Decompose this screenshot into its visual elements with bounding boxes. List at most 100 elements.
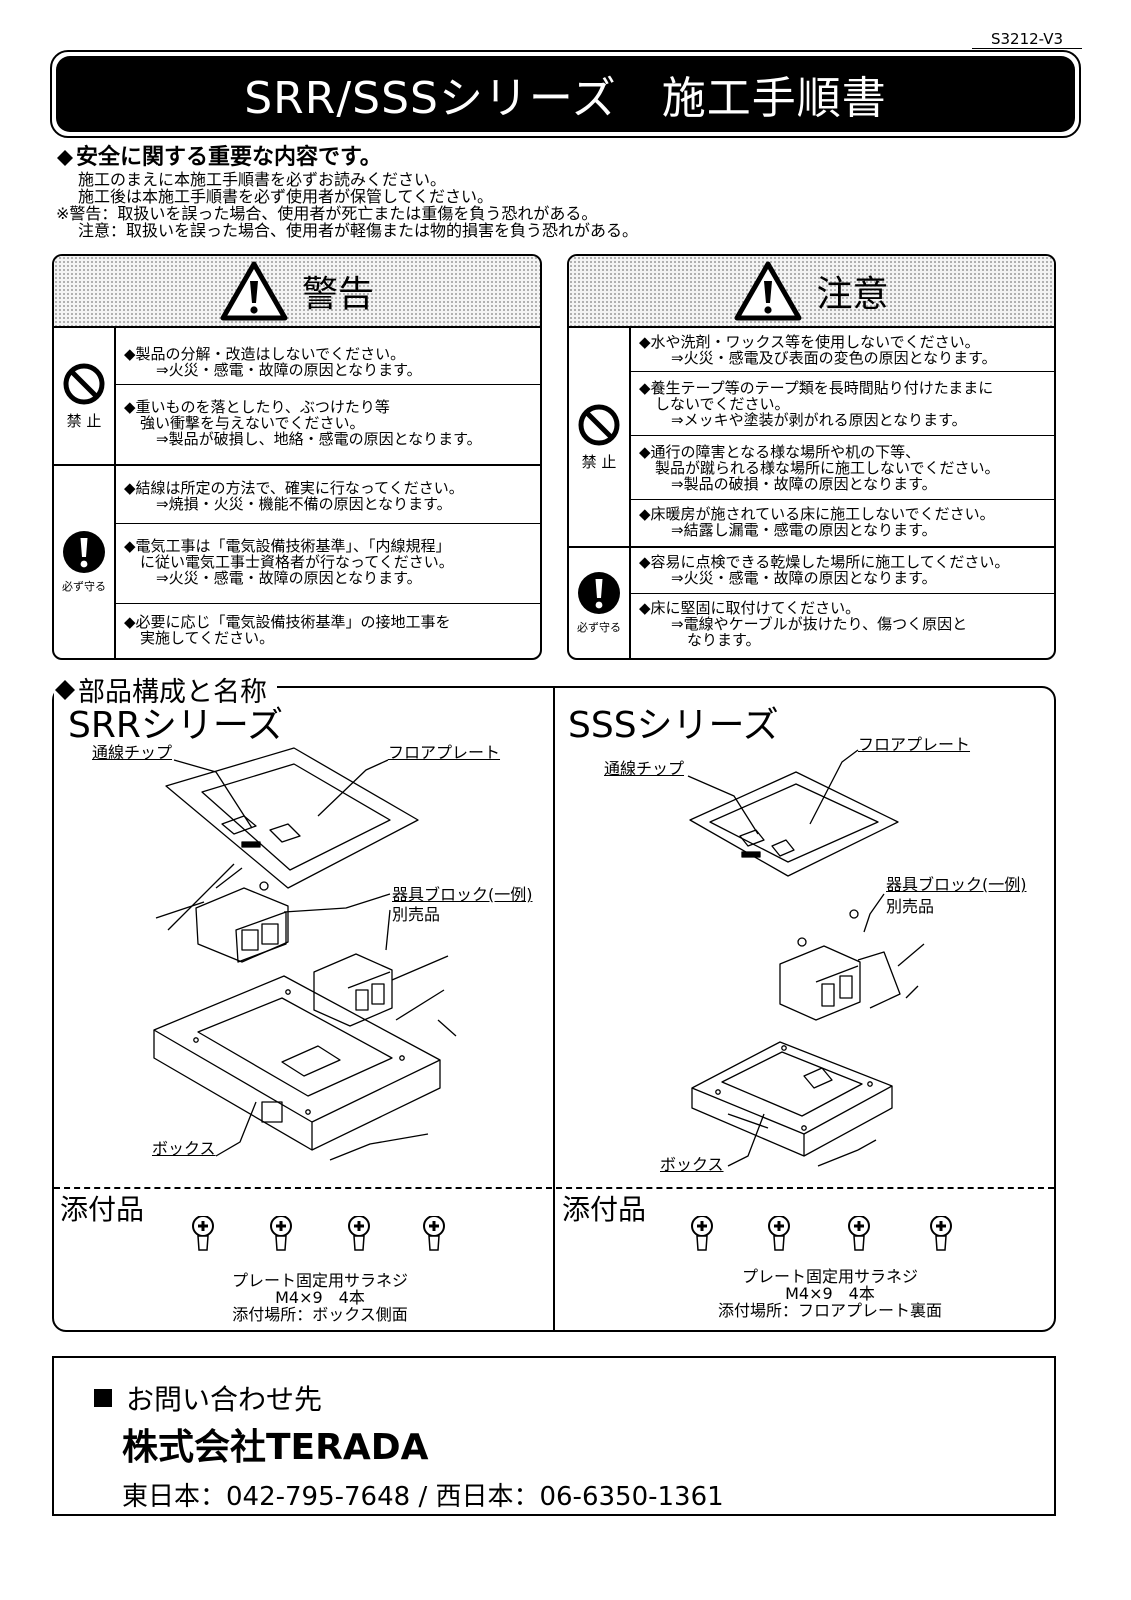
srr-sold-label: 別売品: [392, 905, 441, 924]
accessory-location: 添付場所：フロアプレート裏面: [717, 1301, 942, 1320]
caution-prohibit-group: 禁 止 ◆水や洗剤・ワックス等を使用しないでください。 ⇒火災・感電及び表面の変…: [569, 328, 1054, 548]
item-text: ◆製品の分解・改造はしないでください。: [124, 345, 406, 363]
item-cause: ⇒製品が破損し、地絡・感電の原因となります。: [156, 430, 482, 448]
title-bar: SRR/SSSシリーズ 施工手順書: [50, 50, 1081, 138]
warning-triangle-icon: [220, 261, 288, 321]
safety-heading: 安全に関する重要な内容です。: [56, 145, 1016, 171]
screw-icon: [423, 1216, 445, 1251]
srr-box-label: ボックス: [152, 1139, 216, 1158]
sss-plate-label: フロアプレート: [858, 735, 971, 754]
item-cause: ⇒火災・感電・故障の原因となります。: [671, 569, 937, 587]
diamond-bullet-icon: [57, 150, 73, 166]
sss-chip-label: 通線チップ: [604, 759, 685, 778]
must-items: ◆容易に点検できる乾燥した場所に施工してください。 ⇒火災・感電・故障の原因とな…: [631, 548, 1054, 658]
safety-intro: 安全に関する重要な内容です。 施工のまえに本施工手順書を必ずお読みください。 施…: [56, 145, 1016, 239]
prohibit-items: ◆水や洗剤・ワックス等を使用しないでください。 ⇒火災・感電及び表面の変色の原因…: [631, 328, 1054, 546]
list-item: ◆結線は所定の方法で、確実に行なってください。 ⇒焼損・火災・機能不備の原因とな…: [116, 466, 540, 524]
prohibit-label-cell: 禁 止: [569, 328, 631, 546]
item-text-cont: 実施してください。: [140, 629, 275, 647]
item-text-cont: 製品が蹴られる様な場所に施工しないでください。: [655, 459, 1000, 477]
intro-line: 施工後は本施工手順書を必ず使用者が保管してください。: [78, 187, 494, 206]
warning-prohibit-group: 禁 止 ◆製品の分解・改造はしないでください。 ⇒火災・感電・故障の原因となりま…: [54, 328, 540, 466]
caution-title: 注意: [816, 274, 889, 315]
must-label-cell: 必ず守る: [54, 466, 116, 658]
must-label: 必ず守る: [62, 580, 106, 593]
item-text: ◆容易に点検できる乾燥した場所に施工してください。: [639, 553, 1010, 571]
mandatory-icon: [63, 531, 105, 573]
screw-icon: [192, 1216, 214, 1251]
document-id: S3212-V3: [972, 30, 1082, 49]
list-item: ◆床に堅固に取付けてください。 ⇒電線やケーブルが抜けたり、傷つく原因と なりま…: [631, 594, 1054, 656]
square-bullet-icon: [94, 1389, 112, 1407]
accessory-location: 添付場所：ボックス側面: [232, 1305, 408, 1324]
prohibit-items: ◆製品の分解・改造はしないでください。 ⇒火災・感電・故障の原因となります。 ◆…: [116, 328, 540, 464]
item-text-cont: 強い衝撃を与えないでください。: [140, 414, 365, 432]
parts-heading: 部品構成と名称: [54, 670, 277, 709]
prohibition-icon: [63, 363, 105, 404]
company-name: 株式会社TERADA: [122, 1427, 429, 1468]
screw-icon: [768, 1216, 790, 1251]
list-item: ◆通行の障害となる様な場所や机の下等、 製品が蹴られる様な場所に施工しないでくだ…: [631, 436, 1054, 500]
item-text: ◆養生テープ等のテープ類を長時間貼り付けたままに: [639, 379, 994, 397]
caution-panel: 注意 禁 止 ◆水や洗剤・ワックス等を使用しないでください。 ⇒火災・感電及び表…: [567, 254, 1056, 660]
srr-series-title: SRRシリーズ: [68, 705, 284, 746]
item-text: ◆水や洗剤・ワックス等を使用しないでください。: [639, 333, 980, 351]
item-cause: ⇒製品の破損・故障の原因となります。: [671, 475, 937, 493]
series-divider: [553, 686, 555, 1332]
accessory-spec: M4×9 4本: [785, 1284, 875, 1303]
screw-icon: [270, 1216, 292, 1251]
screw-icon: [930, 1216, 952, 1251]
prohibition-icon: [578, 404, 620, 445]
item-text-cont: に従い電気工事士資格者が行なってください。: [140, 553, 454, 571]
list-item: ◆重いものを落としたり、ぶつけたり等 強い衝撃を与えないでください。 ⇒製品が破…: [116, 385, 540, 464]
item-cause: ⇒火災・感電・故障の原因となります。: [156, 569, 422, 587]
safety-heading-text: 安全に関する重要な内容です。: [76, 145, 382, 170]
list-item: ◆製品の分解・改造はしないでください。 ⇒火災・感電・故障の原因となります。: [116, 328, 540, 385]
screw-icon: [691, 1216, 713, 1251]
accessory-name: プレート固定用サラネジ: [741, 1267, 918, 1286]
item-text: ◆床暖房が施されている床に施工しないでください。: [639, 505, 995, 523]
screw-icon: [348, 1216, 370, 1251]
item-cause: ⇒火災・感電・故障の原因となります。: [156, 361, 422, 379]
sss-block-label: 器具ブロック(一例): [886, 875, 1027, 894]
item-cause: ⇒結露し漏電・感電の原因となります。: [671, 521, 937, 539]
intro-line: ※警告：取扱いを誤った場合、使用者が死亡または重傷を負う恐れがある。: [56, 204, 598, 223]
accessory-divider: [54, 1187, 1054, 1189]
sss-accessory-title: 添付品: [562, 1193, 647, 1226]
srr-accessory-text: プレート固定用サラネジ M4×9 4本 添付場所：ボックス側面: [190, 1272, 450, 1323]
warning-must-group: 必ず守る ◆結線は所定の方法で、確実に行なってください。 ⇒焼損・火災・機能不備…: [54, 466, 540, 658]
must-label-cell: 必ず守る: [569, 548, 631, 658]
list-item: ◆電気工事は「電気設備技術基準」、「内線規程」 に従い電気工事士資格者が行なって…: [116, 524, 540, 604]
srr-block-label: 器具ブロック(一例): [392, 885, 533, 904]
caution-panel-header: 注意: [569, 256, 1054, 328]
item-cause-cont: なります。: [687, 631, 761, 649]
diamond-bullet-icon: [55, 679, 75, 700]
accessory-spec: M4×9 4本: [275, 1288, 365, 1307]
screw-icon: [848, 1216, 870, 1251]
warning-panel-header: 警告: [54, 256, 540, 328]
page-title: SRR/SSSシリーズ 施工手順書: [56, 56, 1075, 132]
intro-line: 注意：取扱いを誤った場合、使用者が軽傷または物的損害を負う恐れがある。: [78, 221, 639, 240]
srr-accessory-title: 添付品: [60, 1193, 145, 1226]
sss-sold-label: 別売品: [886, 897, 935, 916]
item-cause: ⇒メッキや塗装が剥がれる原因となります。: [671, 411, 967, 429]
sss-exploded-diagram: [687, 749, 925, 1167]
contact-label: お問い合わせ先: [94, 1378, 322, 1418]
item-text: ◆必要に応じ「電気設備技術基準」の接地工事を: [124, 613, 451, 631]
warning-title: 警告: [301, 274, 374, 315]
srr-chip-label: 通線チップ: [92, 743, 173, 762]
sss-box-label: ボックス: [660, 1155, 724, 1174]
contact-label-text: お問い合わせ先: [126, 1383, 323, 1416]
caution-must-group: 必ず守る ◆容易に点検できる乾燥した場所に施工してください。 ⇒火災・感電・故障…: [569, 548, 1054, 658]
list-item: ◆水や洗剤・ワックス等を使用しないでください。 ⇒火災・感電及び表面の変色の原因…: [631, 328, 1054, 372]
intro-line: 施工のまえに本施工手順書を必ずお読みください。: [78, 170, 447, 189]
phone-numbers: 東日本：042-795-7648 / 西日本：06-6350-1361: [122, 1482, 724, 1512]
list-item: ◆容易に点検できる乾燥した場所に施工してください。 ⇒火災・感電・故障の原因とな…: [631, 548, 1054, 594]
item-text-cont: しないでください。: [655, 395, 790, 413]
mandatory-icon: [578, 572, 620, 614]
item-text: ◆重いものを落としたり、ぶつけたり等: [124, 398, 390, 416]
srr-exploded-diagram: [153, 747, 457, 1161]
item-text: ◆電気工事は「電気設備技術基準」、「内線規程」: [124, 537, 451, 555]
warning-panel: 警告 禁 止 ◆製品の分解・改造はしないでください。 ⇒火災・感電・故障の原因と…: [52, 254, 542, 660]
prohibit-label-cell: 禁 止: [54, 328, 116, 464]
